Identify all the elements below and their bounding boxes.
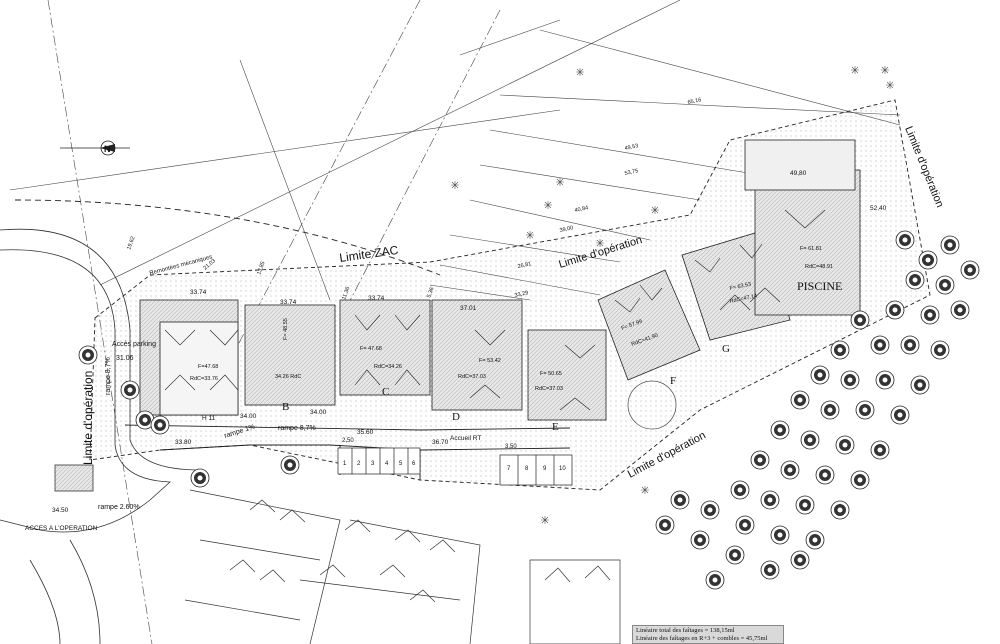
accueil-label: Accueil RT: [450, 435, 481, 442]
cota-350: 3,50: [505, 444, 517, 450]
rampe-bottom-label: rampe 2.60%: [98, 504, 140, 511]
building-g-rdc: RdC=47.14: [729, 293, 758, 305]
acces-operation-label: ACCES A L'OPERATION: [25, 525, 98, 532]
rampe-mid-label: rampe 8,7%: [278, 425, 316, 432]
dimension-10: 13,85: [256, 261, 266, 276]
level-8: 35.60: [357, 429, 374, 436]
parking-10: 10: [559, 466, 566, 472]
cota-250: 2,50: [342, 438, 354, 444]
building-c-letter: C: [382, 386, 389, 398]
building-pool-f: F= 61.81: [800, 246, 822, 252]
level-6: 34.00: [310, 409, 327, 416]
parking-numbers: 1 2 3 4 5 6 7 8 9 10: [343, 461, 566, 472]
level-10: 34.50: [52, 507, 69, 514]
limite-zac-line: [14, 199, 441, 276]
building-b-f: F= 48.55: [283, 318, 289, 340]
limite-operation-left-label: Limite d'opération: [81, 371, 95, 465]
building-h-num: H 11: [202, 415, 216, 422]
parking-4: 4: [385, 461, 389, 467]
parking-6: 6: [412, 461, 416, 467]
level-1: 33.74: [190, 289, 207, 296]
parking-7: 7: [507, 466, 511, 472]
building-g-letter: G: [722, 343, 730, 355]
dimension-12: 5,36: [426, 287, 435, 299]
piscine-label: PISCINE: [797, 279, 842, 293]
limite-zac-label: Limite ZAC: [338, 243, 399, 265]
level-labels: 33.74 33.74 33.74 37.01 34.00 34.00 33.8…: [52, 170, 887, 514]
level-7: 33.80: [175, 439, 192, 446]
dimension-11: 11,36: [341, 286, 351, 301]
level-2: 33.74: [280, 299, 297, 306]
building-c-f: F= 47.68: [360, 346, 382, 352]
level-4: 37.01: [460, 305, 477, 312]
dimension-8: 19,62: [126, 236, 136, 251]
buildings: [139, 139, 861, 421]
building-f-letter: F: [670, 375, 676, 387]
parking-1: 1: [343, 461, 347, 467]
dimension-1: 65,16: [687, 97, 702, 106]
summary-box: Linéaire total des faîtages = 138,15ml L…: [632, 625, 784, 644]
level-12: 52,40: [870, 205, 887, 212]
parking-5: 5: [399, 461, 403, 467]
neighbour-housing: [184, 489, 621, 644]
building-e-rdc: RdC=37.03: [535, 386, 563, 392]
level-5: 34.00: [240, 413, 257, 420]
dimension-6: 26,81: [517, 261, 532, 270]
dimension-4: 40,84: [574, 205, 589, 214]
roof-ridges: [164, 209, 826, 411]
access-road: [0, 228, 201, 644]
parking-9: 9: [543, 466, 547, 472]
summary-line-1: Linéaire total des faîtages = 138,15ml: [636, 627, 735, 634]
north-arrow-icon: N: [60, 140, 130, 156]
building-g-f: F= 63.53: [729, 282, 752, 292]
summary-line-2: Linéaire des faîtages en R+3 + combles =…: [636, 635, 768, 642]
level-3: 33.74: [368, 295, 385, 302]
building-d-f: F= 53.42: [479, 358, 501, 364]
acces-parking-level: 31.06: [116, 355, 134, 362]
building-d-letter: D: [452, 411, 460, 423]
building-e-f: F= 50.65: [540, 371, 562, 377]
level-11: 49,80: [790, 170, 807, 177]
building-c-rdc: RdC=34.26: [374, 364, 402, 370]
building-e-letter: E: [552, 421, 559, 433]
acces-parking-label: Accès parking: [112, 341, 156, 348]
building-h-f: F=47.68: [198, 364, 218, 370]
parking-2: 2: [357, 461, 361, 467]
building-d-rdc: RdC=37.03: [458, 374, 486, 380]
dimension-7: 33,29: [514, 290, 529, 299]
building-b-rdc: 34.26 RdC: [275, 374, 301, 380]
building-pool-rdc: RdC=48.91: [805, 264, 833, 270]
parking-area: [337, 447, 573, 486]
building-h-rdc: RdC=33.76: [190, 376, 218, 382]
building-b-letter: B: [282, 401, 289, 413]
svg-text:N: N: [104, 144, 111, 154]
parking-3: 3: [371, 461, 375, 467]
rampe-left-label: rampe 8,7%: [105, 357, 112, 395]
parking-8: 8: [525, 466, 529, 472]
dimension-3: 53,75: [624, 168, 639, 177]
dimension-2: 49,53: [624, 143, 639, 152]
pond: [627, 380, 677, 430]
dimension-5: 39,00: [559, 225, 574, 234]
level-9: 36.70: [432, 439, 449, 446]
